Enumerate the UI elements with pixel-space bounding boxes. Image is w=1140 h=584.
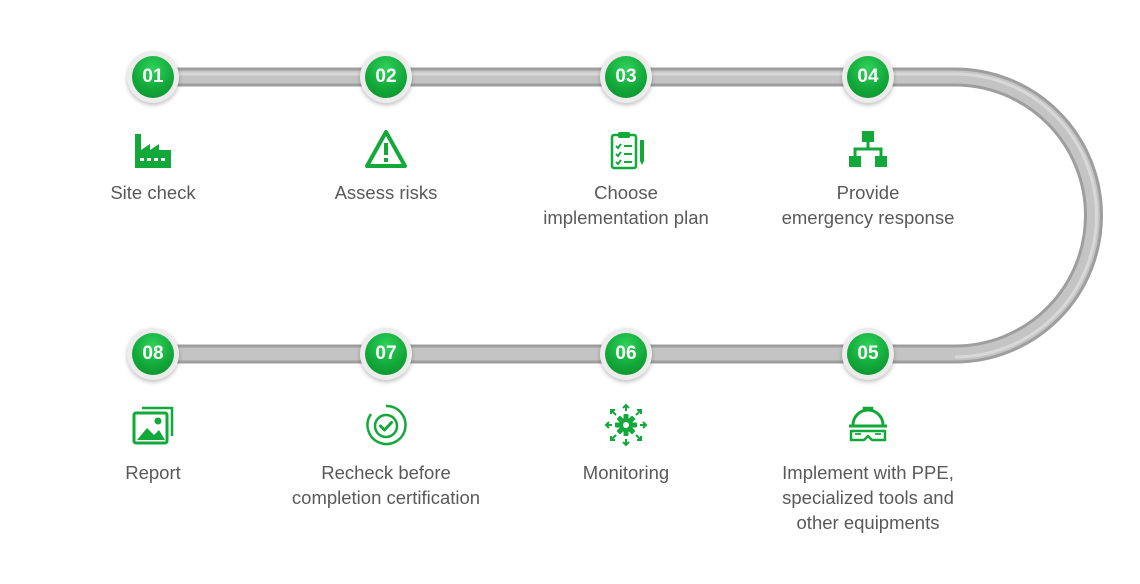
hard-hat-goggles-icon: [846, 403, 890, 447]
step-label: Assess risks: [334, 182, 438, 203]
step-number: 07: [365, 333, 407, 375]
step-badge: 03: [600, 51, 652, 103]
step-label: Provide emergency response: [781, 182, 955, 228]
step-badge: 01: [127, 51, 179, 103]
step-number: 03: [605, 56, 647, 98]
step-label: Monitoring: [582, 462, 670, 483]
warning-icon: [364, 128, 408, 172]
step-label: Report: [125, 462, 181, 483]
step-badge: 08: [127, 328, 179, 380]
step-number: 05: [847, 333, 889, 375]
check-circle-icon: [364, 403, 408, 447]
step-number: 06: [605, 333, 647, 375]
step-badge: 07: [360, 328, 412, 380]
step-label: Recheck before completion certification: [291, 462, 481, 508]
step-badge: 02: [360, 51, 412, 103]
step-number: 04: [847, 56, 889, 98]
step-badge: 05: [842, 328, 894, 380]
step-number: 08: [132, 333, 174, 375]
step-badge: 06: [600, 328, 652, 380]
hierarchy-icon: [846, 128, 890, 172]
step-number: 01: [132, 56, 174, 98]
step-badge: 04: [842, 51, 894, 103]
gear-arrows-icon: [604, 403, 648, 447]
step-label: Implement with PPE, specialized tools an…: [782, 462, 954, 533]
step-label: Site check: [110, 182, 196, 203]
step-number: 02: [365, 56, 407, 98]
factory-icon: [131, 128, 175, 172]
step-label: Choose implementation plan: [543, 182, 709, 228]
image-gallery-icon: [131, 403, 175, 447]
clipboard-checklist-icon: [604, 128, 648, 172]
